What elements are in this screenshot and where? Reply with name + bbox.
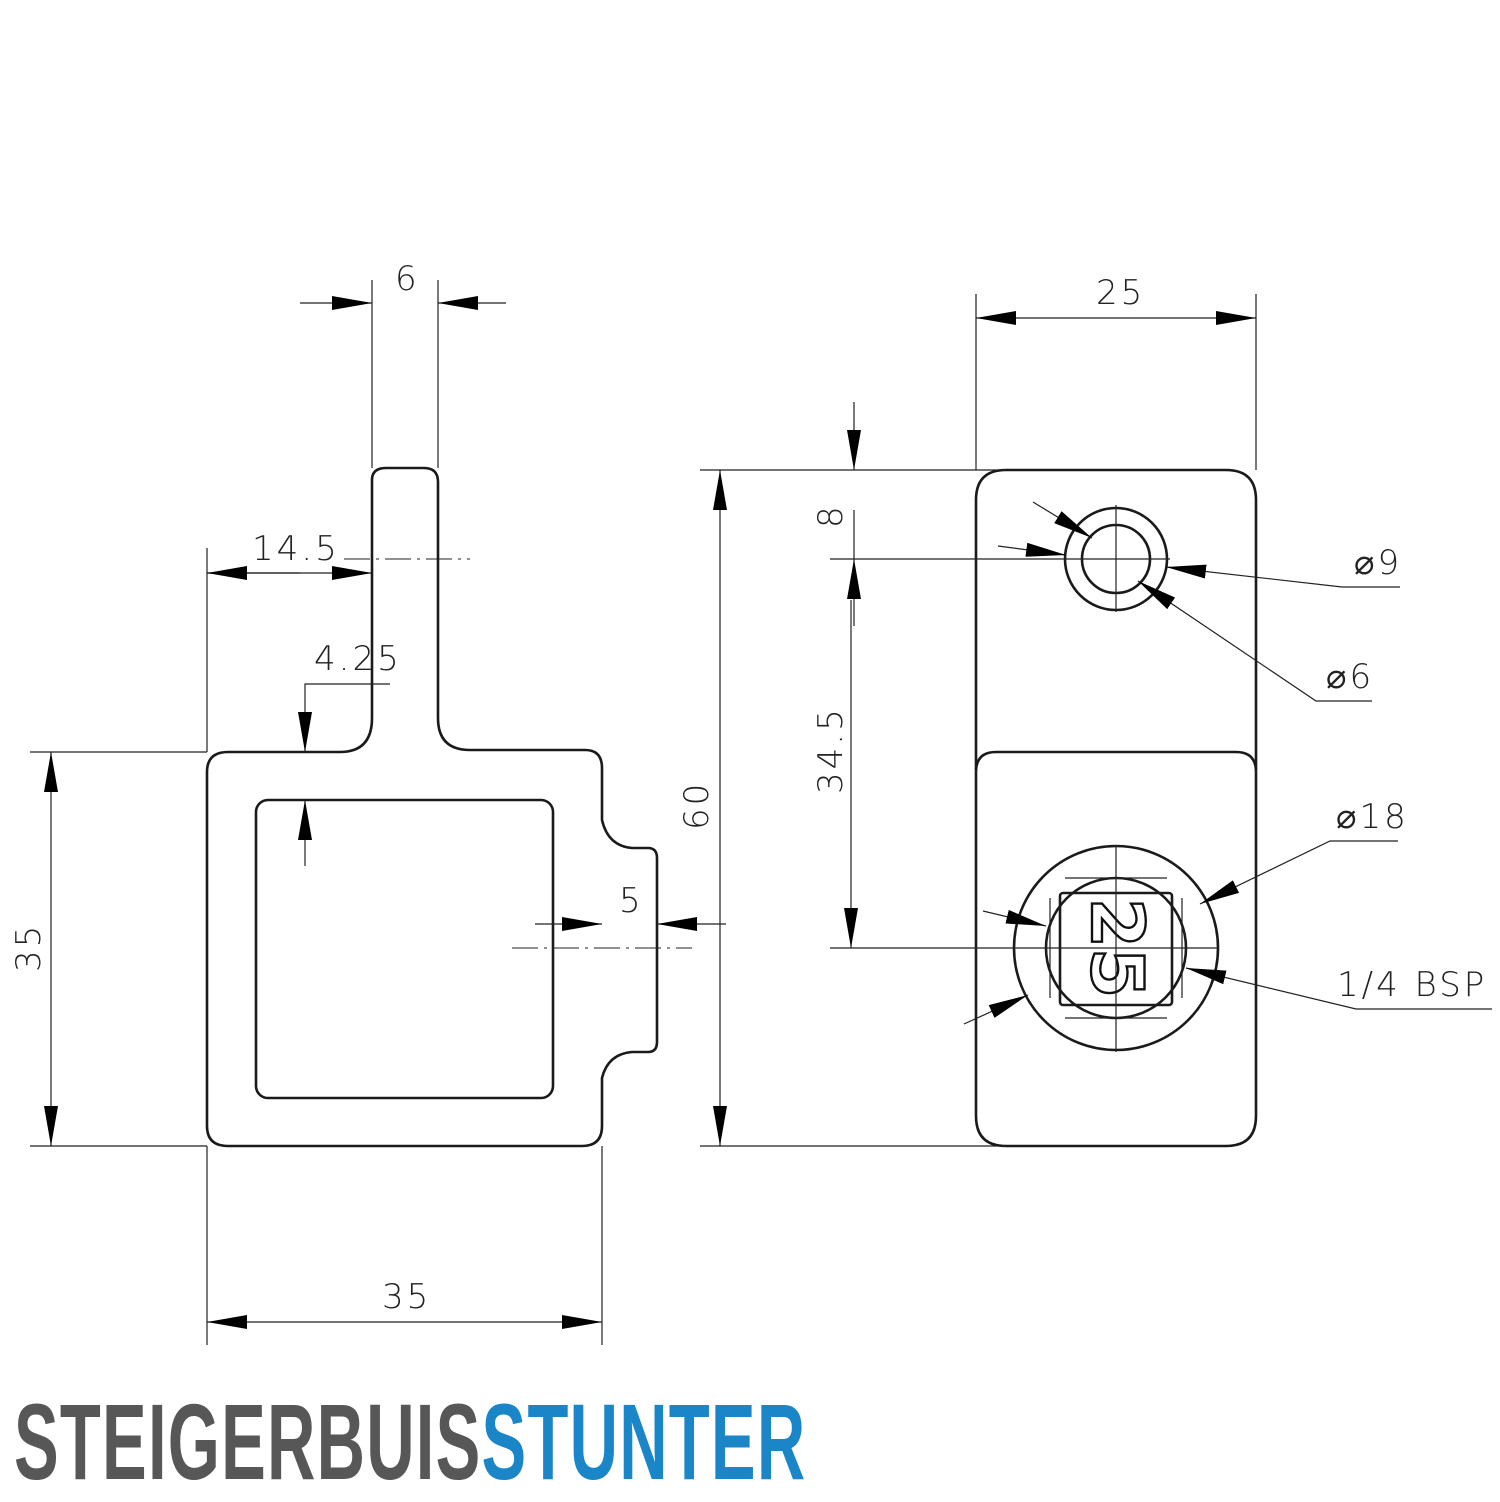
dim-hole-spacing: 34.5 bbox=[811, 706, 851, 794]
side-view: ⌀9 ⌀6 25 ⌀18 1/4 BSP 25 6 bbox=[677, 273, 1492, 1148]
front-inner-opening bbox=[254, 798, 555, 1100]
dim-wall-thickness: 4.25 bbox=[314, 639, 402, 679]
dim-total-height: 60 bbox=[677, 781, 717, 830]
front-outline bbox=[205, 466, 659, 1148]
brand-name-part2: STUNTER bbox=[481, 1381, 807, 1502]
dim-height: 35 bbox=[9, 923, 49, 972]
side-bottom-block bbox=[974, 750, 1258, 1148]
front-view: 6 14.5 4.25 35 35 5 bbox=[9, 259, 726, 1345]
dim-tab-offset: 14.5 bbox=[252, 529, 340, 569]
dim-thread: 1/4 BSP bbox=[1337, 965, 1487, 1005]
dim-width: 35 bbox=[382, 1277, 431, 1317]
dim-boss-diameter: ⌀18 bbox=[1336, 797, 1409, 837]
dim-side-width: 25 bbox=[1096, 273, 1145, 313]
brand-name-part1: STEIGERBUIS bbox=[14, 1381, 482, 1502]
dim-tab-width: 6 bbox=[395, 259, 420, 299]
side-top-block bbox=[974, 468, 1258, 770]
dim-hole-inner: ⌀6 bbox=[1326, 657, 1374, 697]
dim-hole-outer: ⌀9 bbox=[1354, 543, 1402, 583]
dim-side-boss: 5 bbox=[619, 881, 644, 921]
dim-hole-offset: 8 bbox=[811, 503, 851, 528]
